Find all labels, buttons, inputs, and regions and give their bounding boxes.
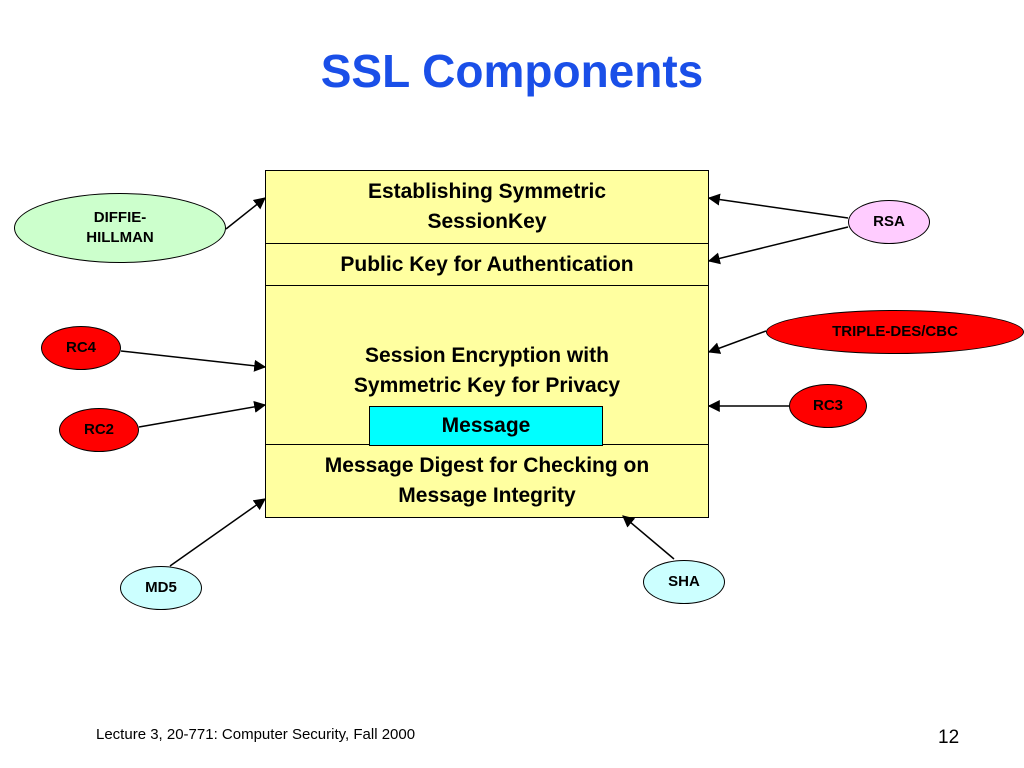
arrow-rc2 — [138, 400, 267, 428]
node-rsa: RSA — [848, 200, 930, 244]
layer-session-key-label: Establishing Symmetric SessionKey — [367, 180, 607, 233]
arrow-tripledes — [707, 330, 767, 354]
node-diffie-hillman: DIFFIE- HILLMAN — [14, 193, 226, 263]
node-md5: MD5 — [120, 566, 202, 610]
layer-encryption-label: Session Encryption with Symmetric Key fo… — [353, 344, 621, 397]
arrow-diffie — [225, 197, 266, 230]
arrow-md5 — [169, 498, 266, 567]
node-sha: SHA — [643, 560, 725, 604]
layer-integrity: Message Digest for Checking on Message I… — [265, 444, 709, 518]
node-triple-des-cbc: TRIPLE-DES/CBC — [766, 310, 1024, 354]
arrow-rsa-1 — [707, 193, 849, 219]
layer-authentication-label: Public Key for Authentication — [340, 252, 634, 276]
message-box: Message — [369, 406, 603, 446]
layer-integrity-label: Message Digest for Checking on Message I… — [324, 454, 650, 507]
node-rc3: RC3 — [789, 384, 867, 428]
node-rc4: RC4 — [41, 326, 121, 370]
node-rc2: RC2 — [59, 408, 139, 452]
arrow-rsa-2 — [707, 226, 849, 265]
layer-authentication: Public Key for Authentication — [265, 243, 709, 286]
page-number: 12 — [938, 727, 960, 748]
slide-title: SSL Components — [320, 45, 704, 97]
arrow-sha — [622, 515, 675, 560]
footer-text: Lecture 3, 20-771: Computer Security, Fa… — [96, 726, 416, 743]
arrow-rc4 — [120, 350, 267, 372]
layer-session-key: Establishing Symmetric SessionKey — [265, 170, 709, 244]
